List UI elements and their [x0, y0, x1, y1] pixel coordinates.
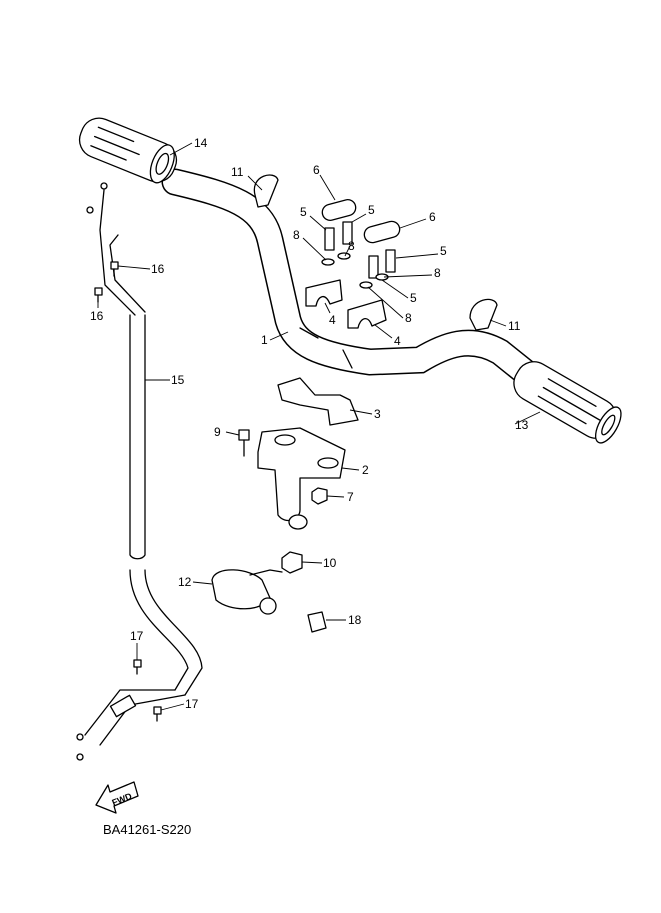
diagram-code: BA41261-S220 [103, 822, 191, 837]
bolts-part-5 [324, 221, 396, 279]
callout-17: 17 [185, 697, 199, 711]
callout-3: 3 [374, 407, 381, 421]
callout-14: 14 [194, 136, 208, 150]
callout-6: 6 [429, 210, 436, 224]
screws-part-16-17 [94, 261, 162, 722]
callout-7: 7 [347, 490, 354, 504]
callout-13: 13 [515, 418, 529, 432]
callout-8: 8 [434, 266, 441, 280]
callout-11: 11 [508, 319, 521, 333]
callout-5: 5 [300, 205, 307, 219]
clip-part-18 [307, 611, 327, 633]
upper-holder-part-4-b [347, 299, 387, 329]
callout-17: 17 [130, 629, 144, 643]
callout-4: 4 [394, 334, 401, 348]
callout-18: 18 [348, 613, 362, 627]
callout-12: 12 [178, 575, 192, 589]
callout-15: 15 [171, 373, 185, 387]
callout-2: 2 [362, 463, 369, 477]
throttle-cable-part-15 [76, 182, 203, 761]
upper-holder-part-4-a [305, 279, 343, 307]
callout-9: 9 [214, 425, 221, 439]
left-grip-part-14 [78, 117, 178, 184]
callout-5: 5 [368, 203, 375, 217]
lower-holder-part-3 [277, 377, 359, 426]
callout-8: 8 [348, 239, 355, 253]
callout-5: 5 [440, 244, 447, 258]
callout-labels: 14 11 6 5 5 6 8 8 5 16 8 5 8 16 11 4 4 1… [90, 136, 529, 711]
clamp-part-11-right [469, 298, 498, 331]
right-grip-part-13 [513, 361, 622, 444]
callout-10: 10 [323, 556, 337, 570]
callout-11: 11 [231, 165, 244, 179]
switch-part-12 [211, 569, 283, 615]
bolt-part-9 [238, 429, 250, 457]
callout-16: 16 [90, 309, 104, 323]
fwd-arrow-icon: FWD [95, 781, 139, 814]
callout-1: 1 [261, 333, 268, 347]
handlebar-part-1 [161, 168, 539, 386]
callout-16: 16 [151, 262, 165, 276]
cap-part-6-a [321, 199, 357, 221]
washers-part-8 [321, 252, 389, 289]
nut-part-7 [311, 487, 328, 505]
leader-lines [97, 142, 541, 711]
cap-part-6-b [363, 220, 401, 244]
callout-4: 4 [329, 313, 336, 327]
callout-6: 6 [313, 163, 320, 177]
callout-8: 8 [405, 311, 412, 325]
clamp-part-11-left [253, 174, 279, 208]
crown-bracket-part-2 [257, 427, 346, 530]
callout-5: 5 [410, 291, 417, 305]
nut-part-10 [281, 551, 303, 574]
callout-8: 8 [293, 228, 300, 242]
